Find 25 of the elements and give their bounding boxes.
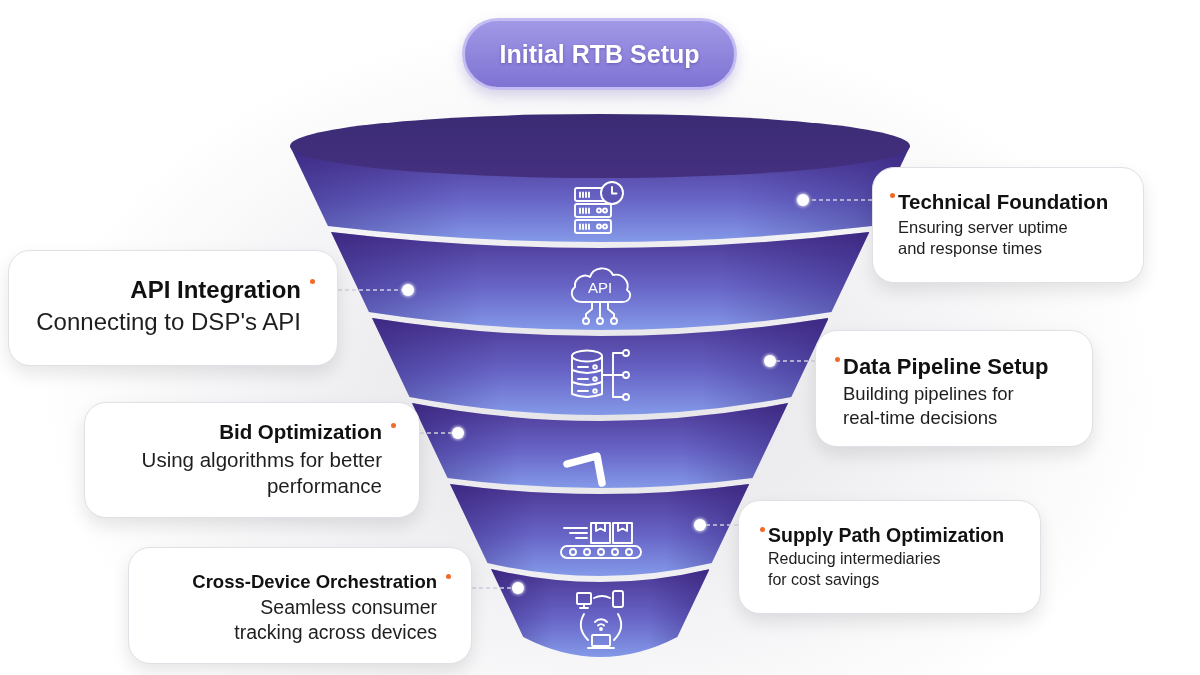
leader-line [775,360,816,362]
leader-line [419,432,453,434]
card-description: Seamless consumer tracking across devices [233,595,437,646]
card-description: Building pipelines for real-time decisions [843,382,1015,430]
card-heading: Data Pipeline Setup [843,354,1049,381]
card-heading: Technical Foundation [898,190,1109,215]
card-description: Reducing intermediaries for cost savings [768,549,942,590]
callout-card [738,500,1041,614]
title-banner: Initial RTB Setup [462,18,737,90]
callout-card [872,167,1144,283]
leader-line [337,289,403,291]
card-description: Connecting to DSP's API [35,306,301,337]
icon-label: API [586,280,614,296]
card-heading: Supply Path Optimization [768,524,1005,548]
callout-card [8,250,338,366]
callout-card [815,330,1093,447]
card-heading: Cross-Device Orchestration [192,571,437,594]
callout-card [84,402,420,518]
callout-card [128,547,472,664]
card-description: Using algorithms for better performance [140,446,382,499]
card-heading: Bid Optimization [219,420,382,445]
leader-line [705,524,739,526]
card-heading: API Integration [130,276,301,305]
funnel-band [411,403,789,490]
card-description: Ensuring server uptime and response times [898,216,1069,259]
